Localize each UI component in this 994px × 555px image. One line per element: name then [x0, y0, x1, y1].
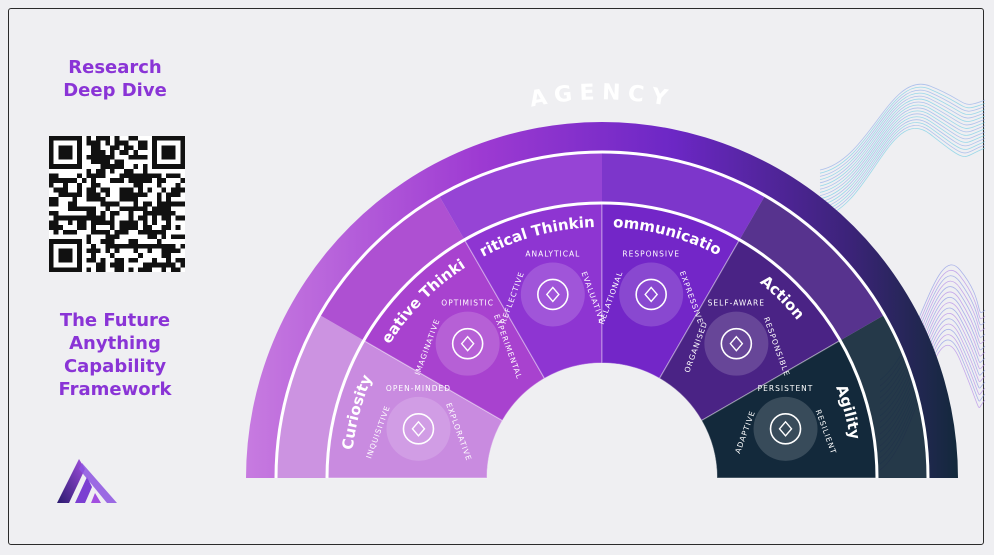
- research-heading: Research Deep Dive: [28, 56, 202, 102]
- band-sector-action: [739, 195, 885, 341]
- center-hole: [487, 363, 717, 478]
- research-heading-line-2: Deep Dive: [63, 80, 167, 101]
- framework-title-line-4: Framework: [58, 379, 172, 400]
- framework-title: The Future Anything Capability Framework: [28, 309, 202, 401]
- box-lightbulb-icon: [435, 311, 500, 376]
- band-sector-agility: [840, 315, 928, 478]
- research-heading-line-1: Research: [68, 57, 162, 78]
- gear-chat-icon: [520, 262, 585, 327]
- signpost-icon: [753, 396, 818, 461]
- band-sector-communication: [602, 152, 765, 240]
- framework-title-line-2: Anything: [69, 333, 161, 354]
- trait-action-top: SELF-AWARE: [708, 299, 765, 308]
- band-sector-creative_thinking: [319, 195, 465, 341]
- trait-communication-top: RESPONSIVE: [622, 249, 680, 258]
- rocket-icon: [704, 311, 769, 376]
- separator-ring-outer: [274, 150, 930, 479]
- framework-title-line-3: Capability: [63, 356, 167, 377]
- logo-icon: [57, 459, 117, 503]
- trait-critical_thinking-top: ANALYTICAL: [525, 249, 580, 258]
- band-sector-curiosity: [276, 315, 364, 478]
- trait-creative_thinking-top: OPTIMISTIC: [441, 299, 494, 308]
- band-sector-critical_thinking: [439, 152, 602, 240]
- speech-bubbles-icon: [619, 262, 684, 327]
- framework-title-line-1: The Future: [59, 310, 171, 331]
- separator-ring-inner: [325, 201, 879, 479]
- trait-agility-top: PERSISTENT: [758, 384, 814, 393]
- finger-lightbulb-icon: [386, 396, 451, 461]
- agency-banner: AGENCY: [528, 80, 676, 112]
- qr-code[interactable]: [49, 136, 185, 272]
- trait-curiosity-top: OPEN-MINDED: [386, 384, 451, 393]
